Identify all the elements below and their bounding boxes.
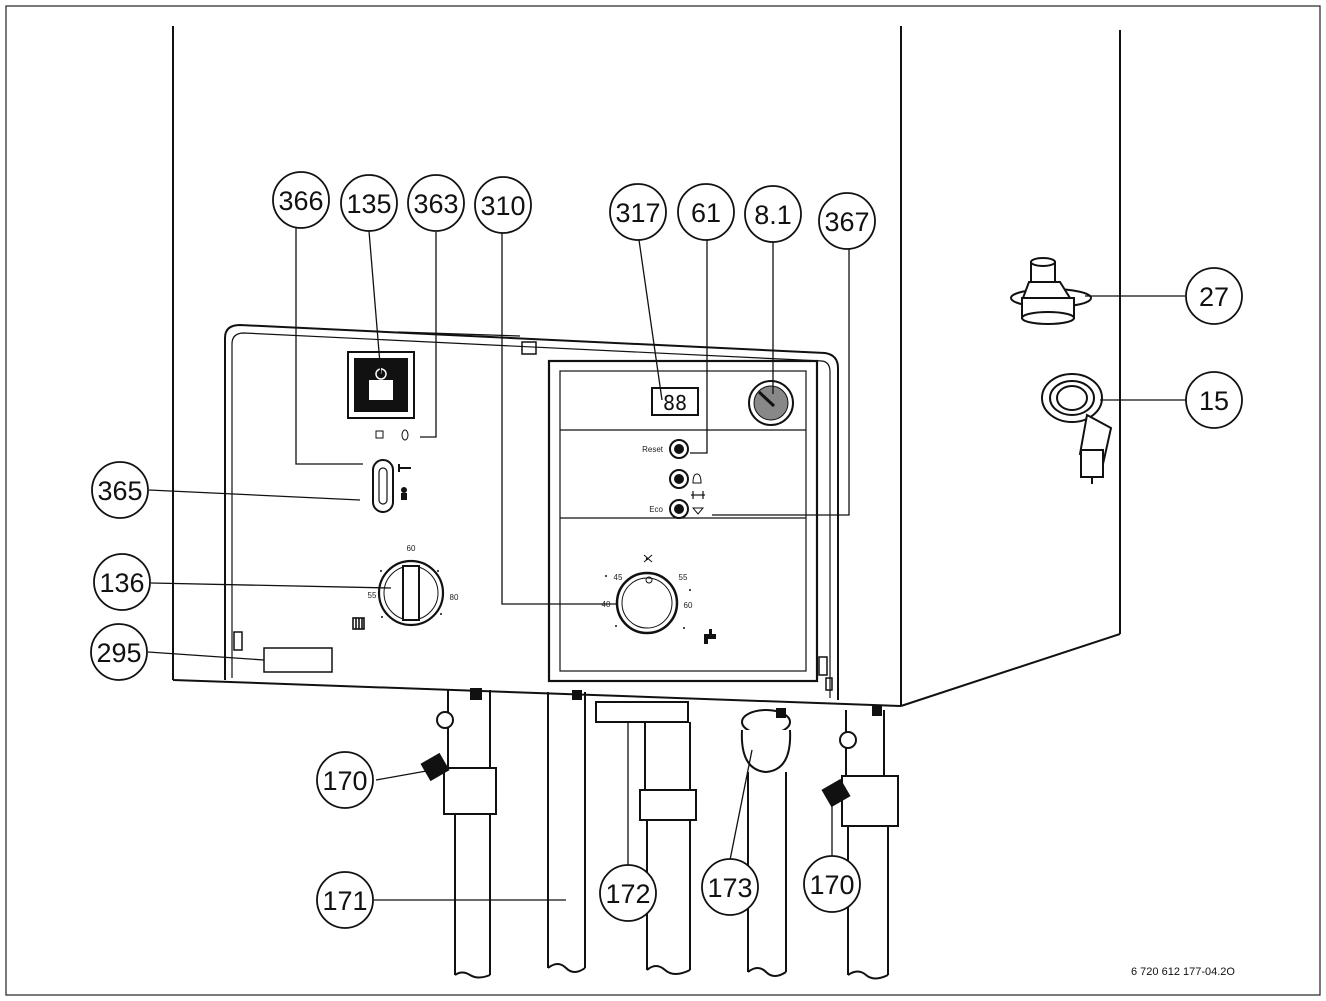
callout-8-1: 8.1 <box>744 185 802 243</box>
heat-scale-right: 80 <box>450 593 459 602</box>
figure-reference: 6 720 612 177-04.2O <box>1131 966 1235 978</box>
dhw-scale-top-left: 45 <box>614 573 623 582</box>
pressure-gauge <box>748 380 794 426</box>
svg-text:317: 317 <box>615 198 660 228</box>
svg-text:171: 171 <box>322 886 367 916</box>
radiator-icon <box>352 617 365 630</box>
wrench-icon <box>398 464 411 472</box>
service-valve-handles <box>420 711 857 808</box>
dhw-scale-top-right: 55 <box>679 573 688 582</box>
svg-text:8.1: 8.1 <box>754 200 792 230</box>
svg-text:172: 172 <box>605 879 650 909</box>
service-slider <box>372 459 394 513</box>
svg-text:367: 367 <box>824 207 869 237</box>
callout-366: 366 <box>272 171 330 229</box>
callout-170-right: 170 <box>803 855 861 913</box>
reset-label: Reset <box>642 445 664 454</box>
svg-text:135: 135 <box>346 189 391 219</box>
hot-water-temperature-knob <box>615 571 679 635</box>
digital-display: 88 <box>651 387 699 416</box>
callout-317: 317 <box>609 183 667 241</box>
automatic-air-vent <box>1010 257 1092 325</box>
callout-136: 136 <box>93 553 151 611</box>
svg-text:170: 170 <box>809 870 854 900</box>
svg-text:363: 363 <box>413 189 458 219</box>
heat-scale-left: 55 <box>368 591 377 600</box>
svg-text:170: 170 <box>322 766 367 796</box>
callout-365: 365 <box>91 461 149 519</box>
callout-367: 367 <box>818 192 876 250</box>
bell-icon <box>692 473 702 484</box>
pipe-connections <box>443 690 899 980</box>
leader-lines <box>147 227 1186 901</box>
switch-position-icons <box>375 429 409 441</box>
display-digits: 88 <box>663 391 687 415</box>
tap-icon <box>704 629 716 644</box>
callout-172: 172 <box>599 864 657 922</box>
callout-61: 61 <box>677 183 735 241</box>
svg-text:366: 366 <box>278 186 323 216</box>
pipe-seals <box>470 688 882 718</box>
callout-363: 363 <box>407 174 465 232</box>
panel-clips <box>233 631 833 691</box>
callout-27: 27 <box>1185 267 1243 325</box>
boiler-casing <box>172 26 1121 707</box>
svg-text:27: 27 <box>1199 282 1229 312</box>
snowflake-icon <box>643 554 653 563</box>
pressure-relief-valve <box>1041 373 1113 484</box>
callout-15: 15 <box>1185 371 1243 429</box>
figure-frame <box>5 5 1321 996</box>
svg-text:173: 173 <box>707 873 752 903</box>
callout-173: 173 <box>701 858 759 916</box>
main-switch <box>347 351 415 419</box>
fill-down-icon <box>691 507 705 515</box>
service-info-button <box>669 469 689 489</box>
control-panel <box>224 323 839 700</box>
rating-plate <box>263 647 333 673</box>
callout-135: 135 <box>340 174 398 232</box>
eco-label: Eco <box>649 505 663 514</box>
instrument-box <box>547 359 819 683</box>
callout-171: 171 <box>316 871 374 929</box>
dhw-scale-right: 60 <box>684 601 693 610</box>
svg-text:15: 15 <box>1199 386 1229 416</box>
heating-knob-scale: 60 55 80 <box>368 544 459 618</box>
eco-button <box>669 499 689 519</box>
chimney-sweep-icon <box>401 487 407 500</box>
callout-310: 310 <box>474 176 532 234</box>
callout-170-left: 170 <box>316 751 374 809</box>
svg-text:365: 365 <box>97 476 142 506</box>
svg-text:136: 136 <box>99 568 144 598</box>
heating-temperature-knob <box>377 559 445 627</box>
svg-text:61: 61 <box>691 198 721 228</box>
callout-295: 295 <box>90 623 148 681</box>
radiator-valve-icon <box>691 491 705 499</box>
reset-button <box>669 439 689 459</box>
svg-text:310: 310 <box>480 191 525 221</box>
svg-text:295: 295 <box>96 638 141 668</box>
heat-scale-top: 60 <box>407 544 416 553</box>
